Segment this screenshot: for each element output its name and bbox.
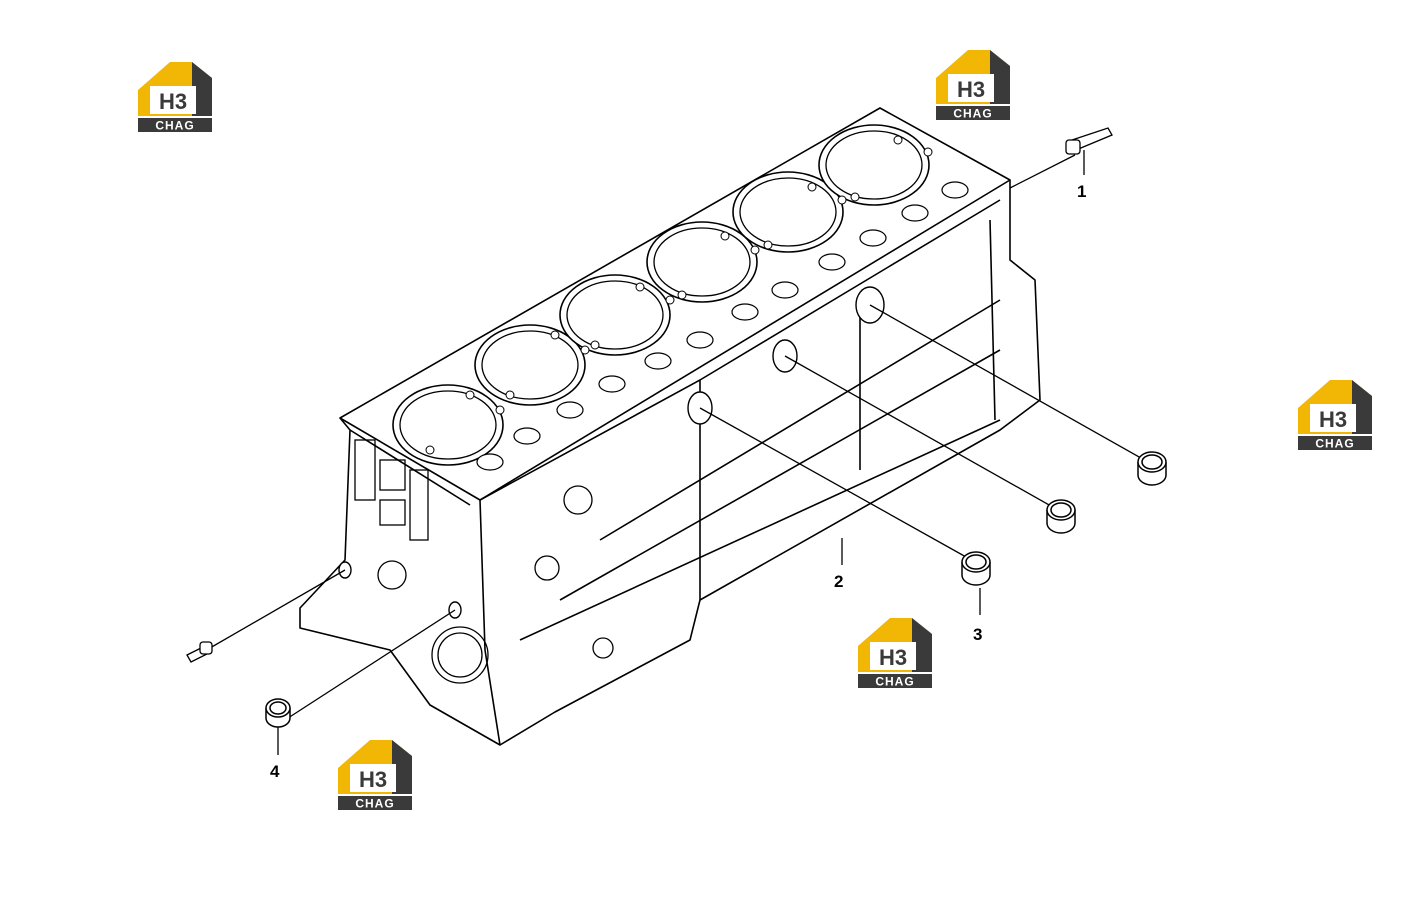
leader-lines: [209, 150, 1149, 755]
seal-plug-4: [265, 698, 291, 728]
cylinder-block-outline: [299, 107, 1041, 746]
svg-text:CHAG: CHAG: [875, 675, 914, 689]
bolt-part-left: [186, 641, 213, 663]
svg-text:CHAG: CHAG: [1315, 437, 1354, 451]
callout-1: 1: [1077, 182, 1087, 201]
svg-text:H3: H3: [879, 645, 907, 670]
svg-text:H3: H3: [1319, 407, 1347, 432]
deck-holes: [476, 181, 969, 471]
svg-text:H3: H3: [957, 77, 985, 102]
seal-plugs-3: [961, 451, 1167, 586]
bolt-part-1: [1065, 127, 1113, 155]
callout-3: 3: [973, 625, 983, 644]
svg-text:CHAG: CHAG: [953, 107, 992, 121]
svg-text:H3: H3: [159, 89, 187, 114]
svg-text:CHAG: CHAG: [355, 797, 394, 811]
callout-4: 4: [270, 762, 280, 781]
front-face-details: [354, 439, 614, 684]
svg-text:H3: H3: [359, 767, 387, 792]
bolt-holes: [425, 135, 933, 455]
svg-text:CHAG: CHAG: [155, 119, 194, 133]
callout-2: 2: [834, 572, 844, 591]
cylinder-bore-inner: [399, 130, 923, 460]
